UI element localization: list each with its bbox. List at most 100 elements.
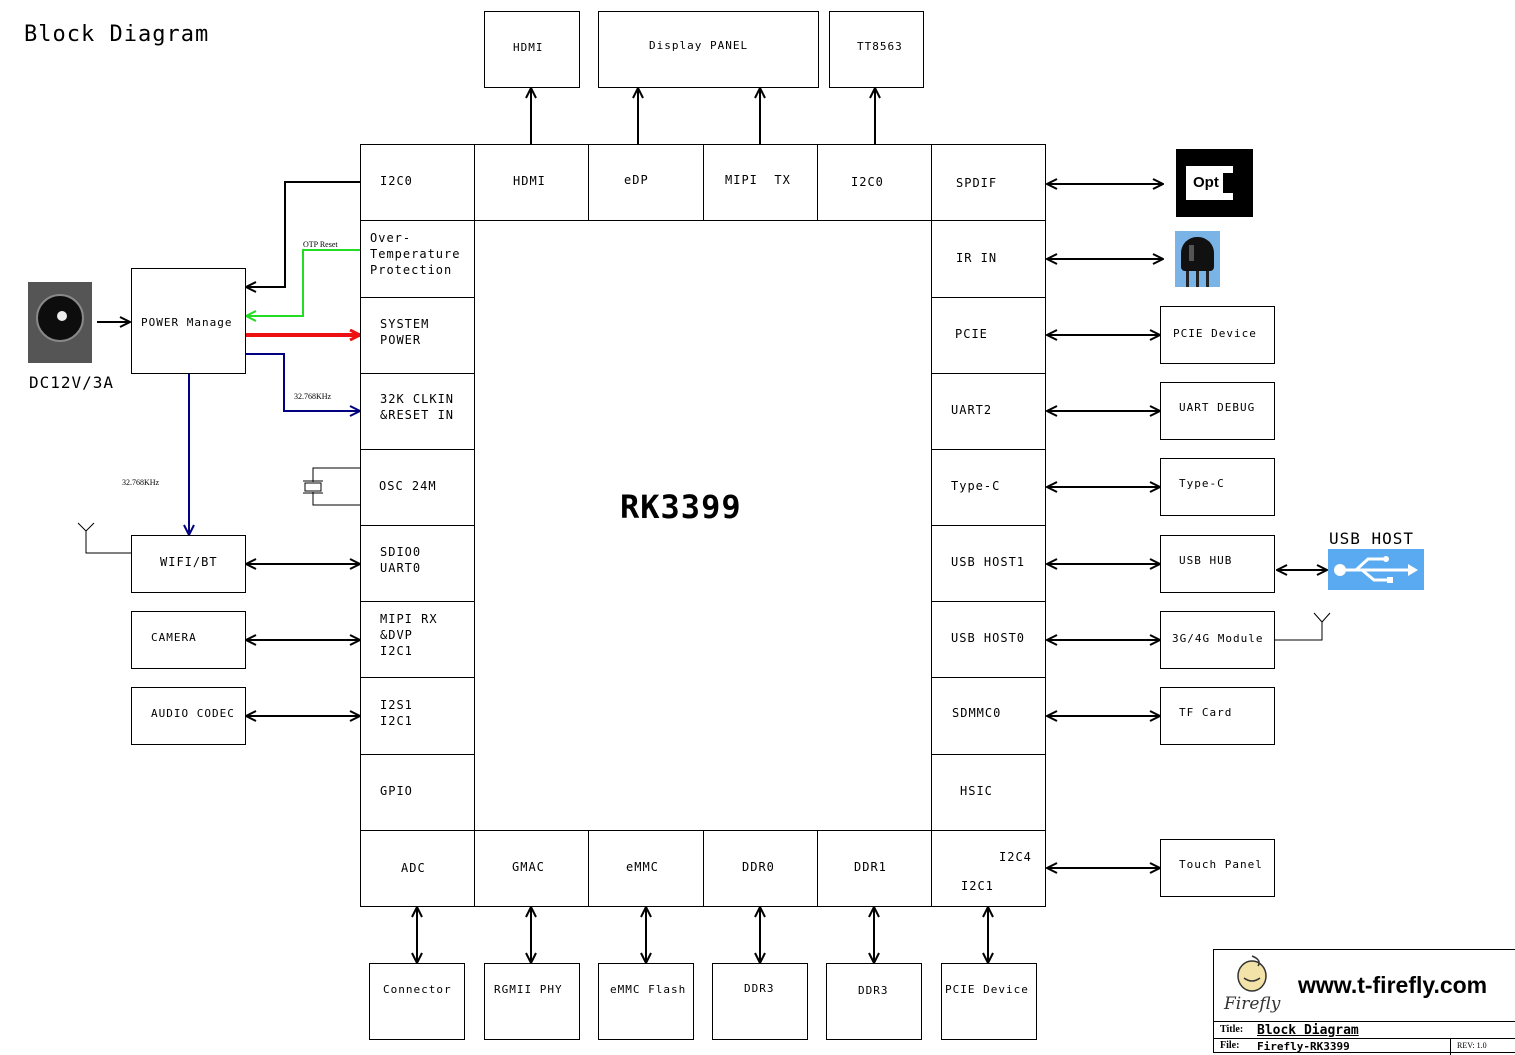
port-hsic: HSIC <box>931 754 1046 831</box>
signal-clock-clkin: 32.768KHz <box>294 392 331 401</box>
port-ir-in: IR IN <box>931 220 1046 298</box>
port-spdif: SPDIF <box>931 144 1046 221</box>
device-connector: Connector <box>369 963 465 1040</box>
port-label: eMMC <box>626 859 659 875</box>
port-gmac: GMAC <box>474 830 589 907</box>
port-emmc: eMMC <box>588 830 704 907</box>
port-label: PCIE <box>955 326 988 342</box>
port-label: I2C0 <box>851 174 884 190</box>
chip-name: RK3399 <box>620 488 742 526</box>
port-hdmi: HDMI <box>474 144 589 221</box>
device-display-panel: Display PANEL <box>598 11 819 88</box>
title-row: Title: Block Diagram <box>1214 1021 1515 1039</box>
signal-clock-wifi: 32.768KHz <box>122 478 159 487</box>
port-label: USB HOST0 <box>951 630 1025 646</box>
port-sdio0-uart0: SDIO0 UART0 <box>360 525 475 602</box>
port-i2c0-top: I2C0 <box>817 144 932 221</box>
device-label: eMMC Flash <box>610 982 686 998</box>
port-label: OSC 24M <box>379 478 437 494</box>
port-label: UART2 <box>951 402 992 418</box>
antenna-icon-wifi <box>78 523 131 553</box>
device-usb-hub: USB HUB <box>1160 535 1275 593</box>
port-label: I2C0 <box>380 173 413 189</box>
port-label: HSIC <box>960 783 993 799</box>
crystal-icon <box>303 468 360 505</box>
title-key: Title: <box>1220 1024 1243 1035</box>
device-label: PCIE Device <box>945 982 1029 998</box>
arrow-otp-reset <box>246 250 360 316</box>
port-usb-host1: USB HOST1 <box>931 525 1046 602</box>
port-label-upper: I2C4 <box>999 849 1032 865</box>
port-label: MIPI RX &DVP I2C1 <box>380 611 438 659</box>
port-label-lower: I2C1 <box>961 878 994 894</box>
port-label: Type-C <box>951 478 1000 494</box>
port-label: GPIO <box>380 783 413 799</box>
port-label: IR IN <box>956 250 997 266</box>
device-label: UART DEBUG <box>1179 400 1255 416</box>
device-label: 3G/4G Module <box>1172 631 1263 647</box>
port-ddr1: DDR1 <box>817 830 932 907</box>
port-label: GMAC <box>512 859 545 875</box>
port-label: SDMMC0 <box>952 705 1001 721</box>
device-hdmi: HDMI <box>484 11 580 88</box>
device-ddr3-b: DDR3 <box>826 963 922 1040</box>
device-tf-card: TF Card <box>1160 687 1275 745</box>
port-edp: eDP <box>588 144 704 221</box>
port-32k-clkin: 32K CLKIN &RESET IN <box>360 373 475 450</box>
port-label: USB HOST1 <box>951 554 1025 570</box>
title-value: Block Diagram <box>1257 1023 1359 1038</box>
device-pcie: PCIE Device <box>1160 306 1275 364</box>
port-i2s1: I2S1 I2C1 <box>360 677 475 755</box>
title-block: Firefly www.t-firefly.com Title: Block D… <box>1213 949 1515 1053</box>
device-label: Touch Panel <box>1179 857 1263 873</box>
device-label: WIFI/BT <box>160 554 218 570</box>
port-label: Over- Temperature Protection <box>370 230 460 278</box>
logo-text: Firefly <box>1224 994 1280 1014</box>
port-system-power: SYSTEM POWER <box>360 297 475 374</box>
port-label: eDP <box>624 172 649 188</box>
port-label: DDR0 <box>742 859 775 875</box>
device-rgmii-phy: RGMII PHY <box>484 963 580 1040</box>
firefly-logo: Firefly <box>1222 954 1282 1016</box>
device-label: HDMI <box>513 40 544 56</box>
device-wifi-bt: WIFI/BT <box>131 535 246 593</box>
usb-host-label: USB HOST <box>1329 529 1414 548</box>
device-type-c: Type-C <box>1160 458 1275 516</box>
port-label: HDMI <box>513 173 546 189</box>
device-label: AUDIO CODEC <box>151 706 235 722</box>
port-label: SPDIF <box>956 175 997 191</box>
file-key: File: <box>1220 1040 1239 1051</box>
port-label: SYSTEM POWER <box>380 316 429 348</box>
device-camera: CAMERA <box>131 611 246 669</box>
device-tt8563: TT8563 <box>829 11 924 88</box>
device-label: DDR3 <box>744 981 775 997</box>
device-ddr3-a: DDR3 <box>712 963 808 1040</box>
port-osc-24m: OSC 24M <box>360 449 475 526</box>
device-label: RGMII PHY <box>494 982 563 998</box>
page-title: Block Diagram <box>24 22 209 47</box>
device-label: DDR3 <box>858 983 889 999</box>
port-sdmmc0: SDMMC0 <box>931 677 1046 755</box>
optical-spdif-icon: Opt <box>1176 149 1253 217</box>
port-adc: ADC <box>360 830 475 907</box>
port-over-temperature: Over- Temperature Protection <box>360 220 475 298</box>
device-label: POWER Manage <box>141 315 232 331</box>
port-usb-host0: USB HOST0 <box>931 601 1046 678</box>
device-power-manage: POWER Manage <box>131 268 246 374</box>
device-uart-debug: UART DEBUG <box>1160 382 1275 440</box>
optical-icon-text: Opt <box>1193 174 1219 191</box>
device-label: PCIE Device <box>1173 326 1257 342</box>
website-url: www.t-firefly.com <box>1298 972 1487 999</box>
device-label: Connector <box>383 982 452 998</box>
device-label: TT8563 <box>857 39 903 55</box>
device-label: Display PANEL <box>649 38 748 54</box>
port-mipi-tx: MIPI TX <box>703 144 818 221</box>
device-label: Type-C <box>1179 476 1225 492</box>
port-label: SDIO0 UART0 <box>380 544 421 576</box>
device-pcie-bottom: PCIE Device <box>941 963 1037 1040</box>
device-audio-codec: AUDIO CODEC <box>131 687 246 745</box>
file-row: File: Firefly-RK3399 REV: 1.0 <box>1214 1038 1515 1055</box>
file-value: Firefly-RK3399 <box>1257 1040 1350 1053</box>
dc-jack-icon <box>28 282 92 363</box>
port-uart2: UART2 <box>931 373 1046 450</box>
